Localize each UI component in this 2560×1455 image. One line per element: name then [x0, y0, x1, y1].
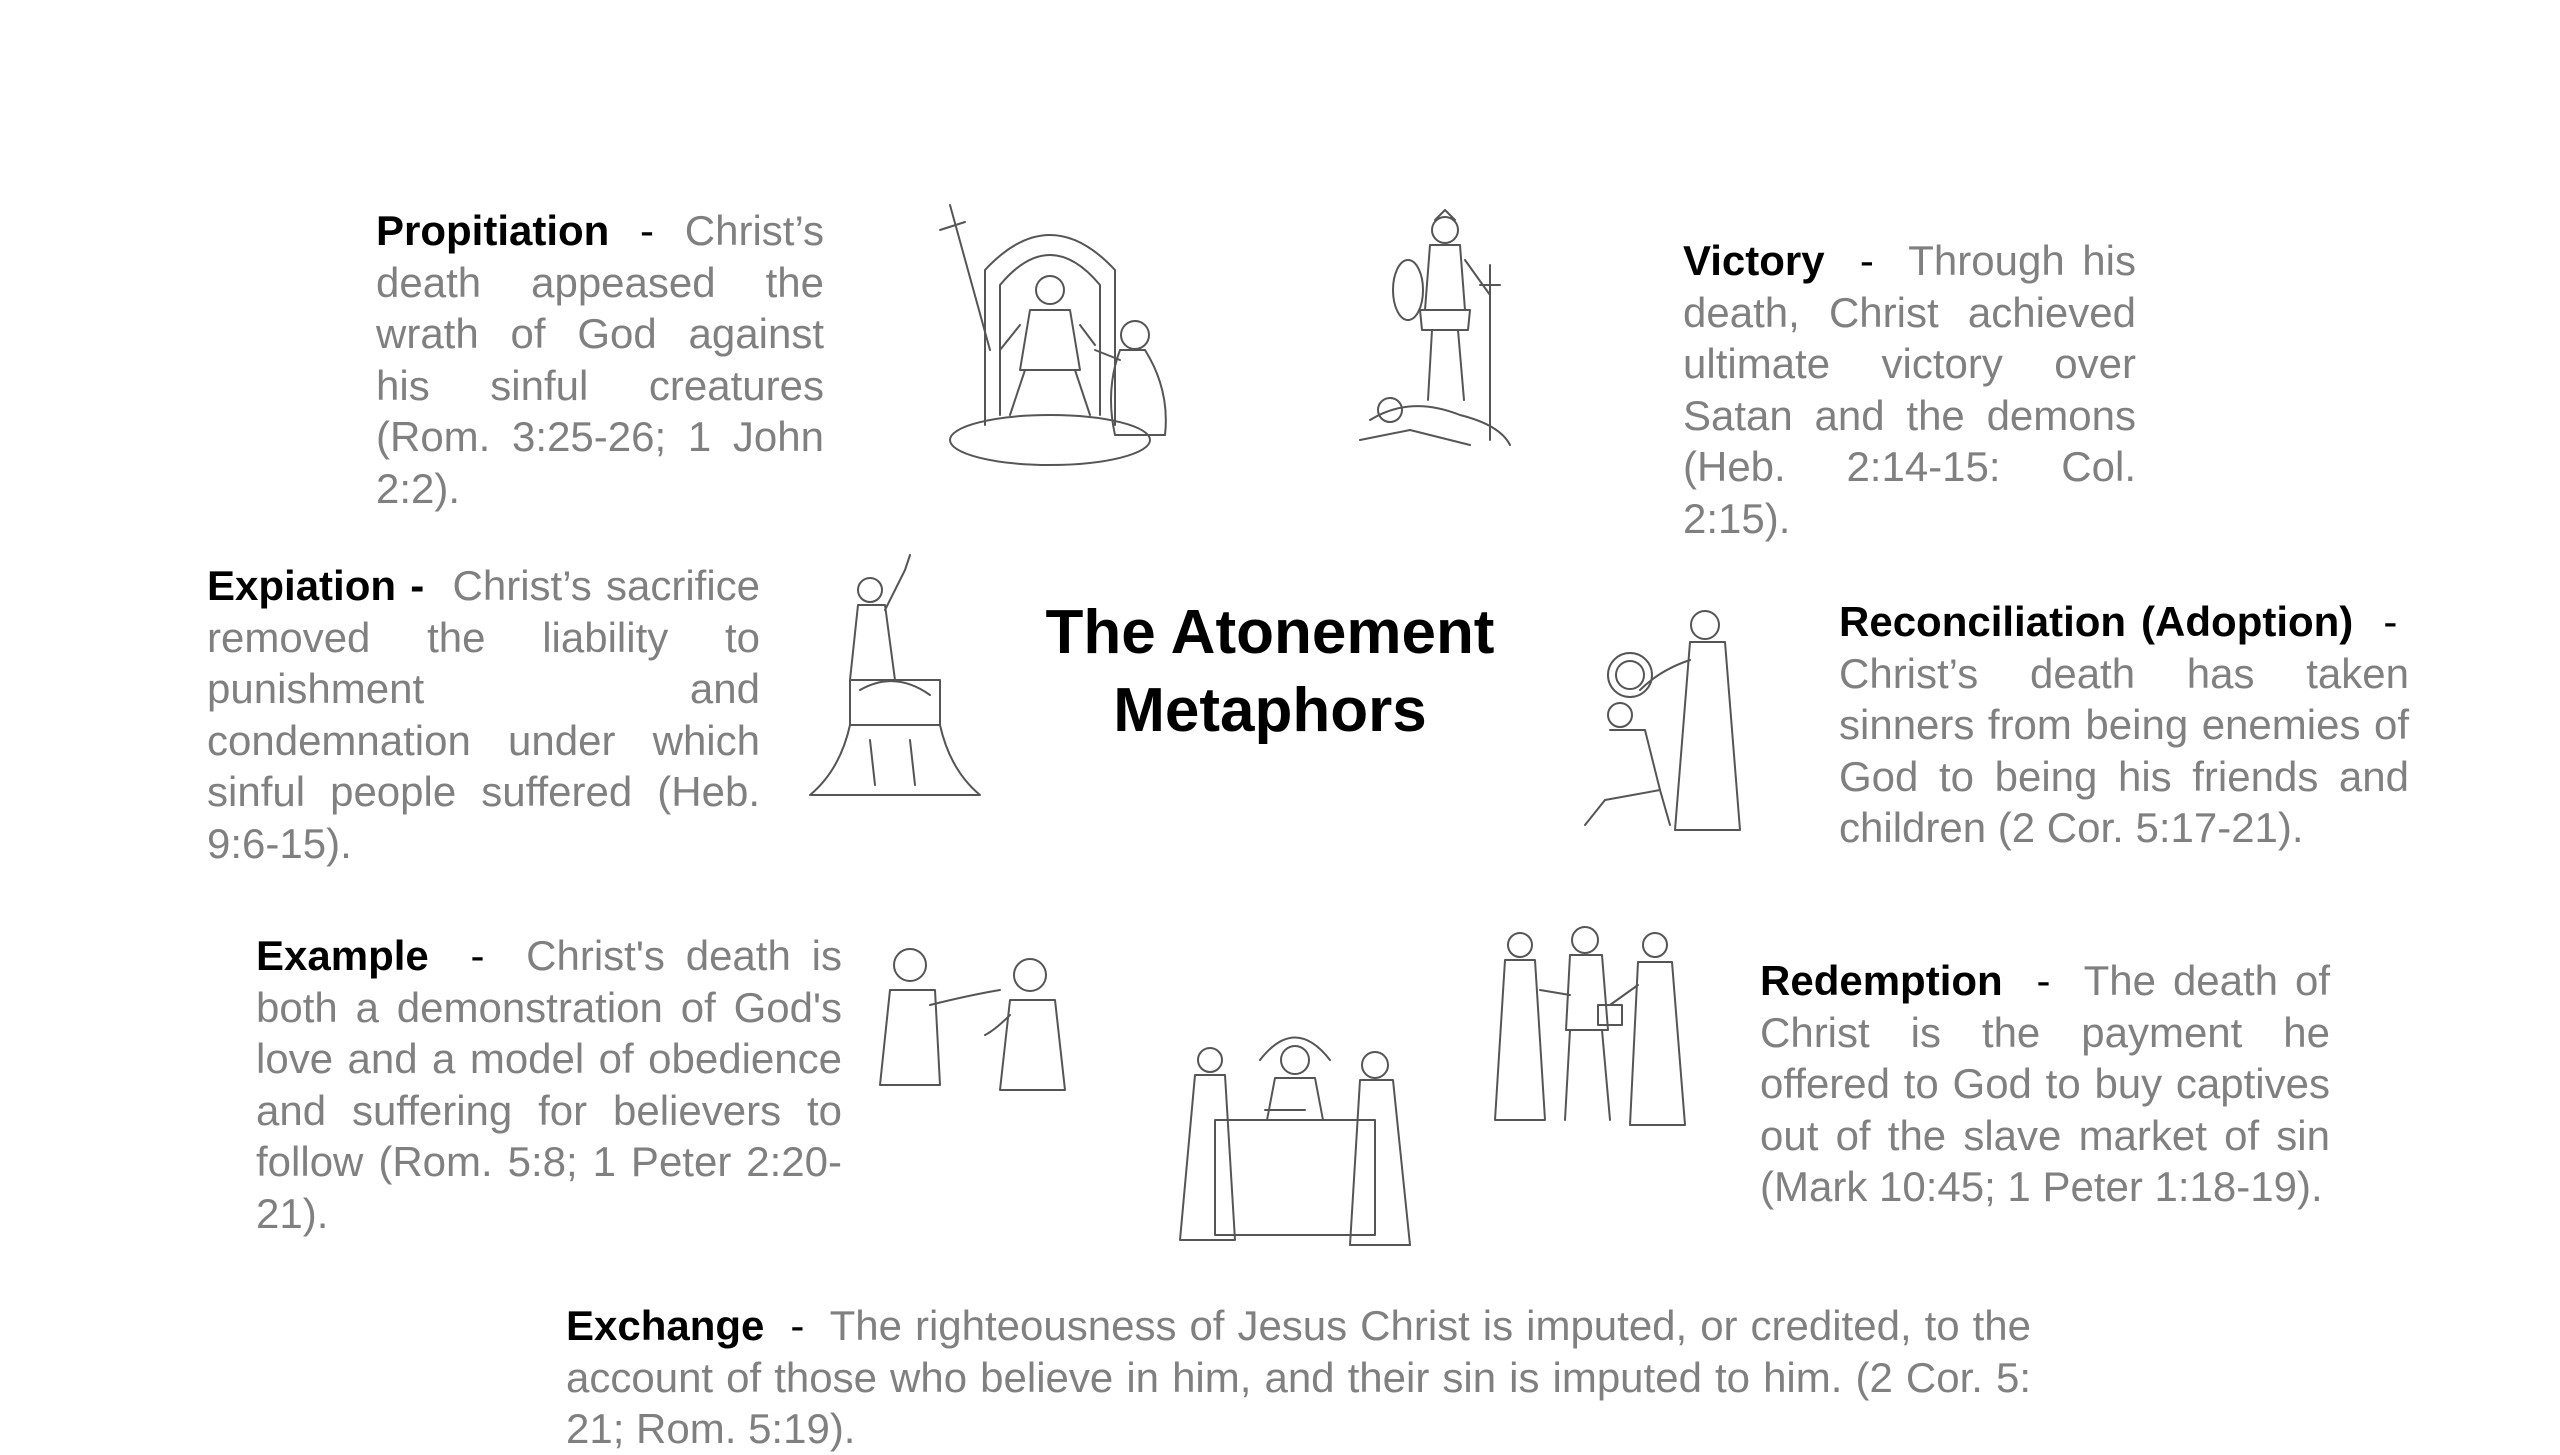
redemption-term: Redemption	[1760, 957, 2003, 1004]
exchange-table-illustration	[1165, 1010, 1425, 1255]
redemption-text: The death of Christ is the payment he of…	[1760, 957, 2330, 1210]
victory-term: Victory	[1683, 237, 1825, 284]
adoption-drawing	[1584, 610, 1741, 831]
example-term: Example	[256, 932, 429, 979]
teacher-drawing	[879, 948, 1066, 1091]
title-line-2: Metaphors	[1113, 676, 1427, 745]
warrior-drawing	[1359, 209, 1511, 446]
redemption-market-illustration	[1490, 920, 1690, 1140]
market-drawing	[1494, 926, 1686, 1126]
page-title: The Atonement Metaphors	[1010, 594, 1530, 750]
example-separator: -	[470, 932, 485, 979]
reconciliation-term: Reconciliation (Adoption)	[1839, 598, 2354, 645]
exchange-term: Exchange	[566, 1302, 765, 1349]
exchange-separator: -	[790, 1302, 805, 1349]
expiation-sacrifice-illustration	[790, 550, 1000, 810]
sacrifice-drawing	[809, 554, 981, 796]
redemption-separator: -	[2036, 957, 2051, 1004]
example-teacher-illustration	[870, 935, 1085, 1105]
example-block: Example - Christ's death is both a demon…	[256, 930, 842, 1239]
propitiation-block: Propitiation - Christ’s death appeased t…	[376, 205, 824, 514]
victory-separator: -	[1859, 237, 1874, 284]
victory-block: Victory - Through his death, Christ achi…	[1683, 235, 2136, 544]
propitiation-separator: -	[640, 207, 655, 254]
reconciliation-text: Christ’s death has taken sinners from be…	[1839, 649, 2409, 852]
table-drawing	[1179, 1036, 1411, 1246]
victory-text: Through his death, Christ achieved ultim…	[1683, 237, 2136, 542]
example-text: Christ's death is both a demonstration o…	[256, 932, 842, 1237]
exchange-text: The righteousness of Jesus Christ is imp…	[566, 1302, 2031, 1452]
exchange-block: Exchange - The righteousness of Jesus Ch…	[566, 1300, 2031, 1455]
reconciliation-separator: -	[2383, 598, 2398, 645]
reconciliation-block: Reconciliation (Adoption) - Christ’s dea…	[1839, 596, 2409, 854]
reconciliation-adoption-illustration	[1565, 600, 1765, 840]
redemption-block: Redemption - The death of Christ is the …	[1760, 955, 2330, 1213]
victory-warrior-illustration	[1350, 205, 1520, 465]
throne-drawing	[939, 204, 1167, 466]
propitiation-throne-illustration	[930, 200, 1200, 470]
propitiation-text: Christ’s death appeased the wrath of God…	[376, 207, 825, 512]
expiation-term: Expiation -	[207, 562, 425, 609]
title-line-1: The Atonement	[1045, 598, 1495, 667]
expiation-block: Expiation - Christ’s sacrifice removed t…	[207, 560, 760, 869]
propitiation-term: Propitiation	[376, 207, 610, 254]
expiation-text: Christ’s sacrifice removed the liability…	[207, 562, 761, 867]
